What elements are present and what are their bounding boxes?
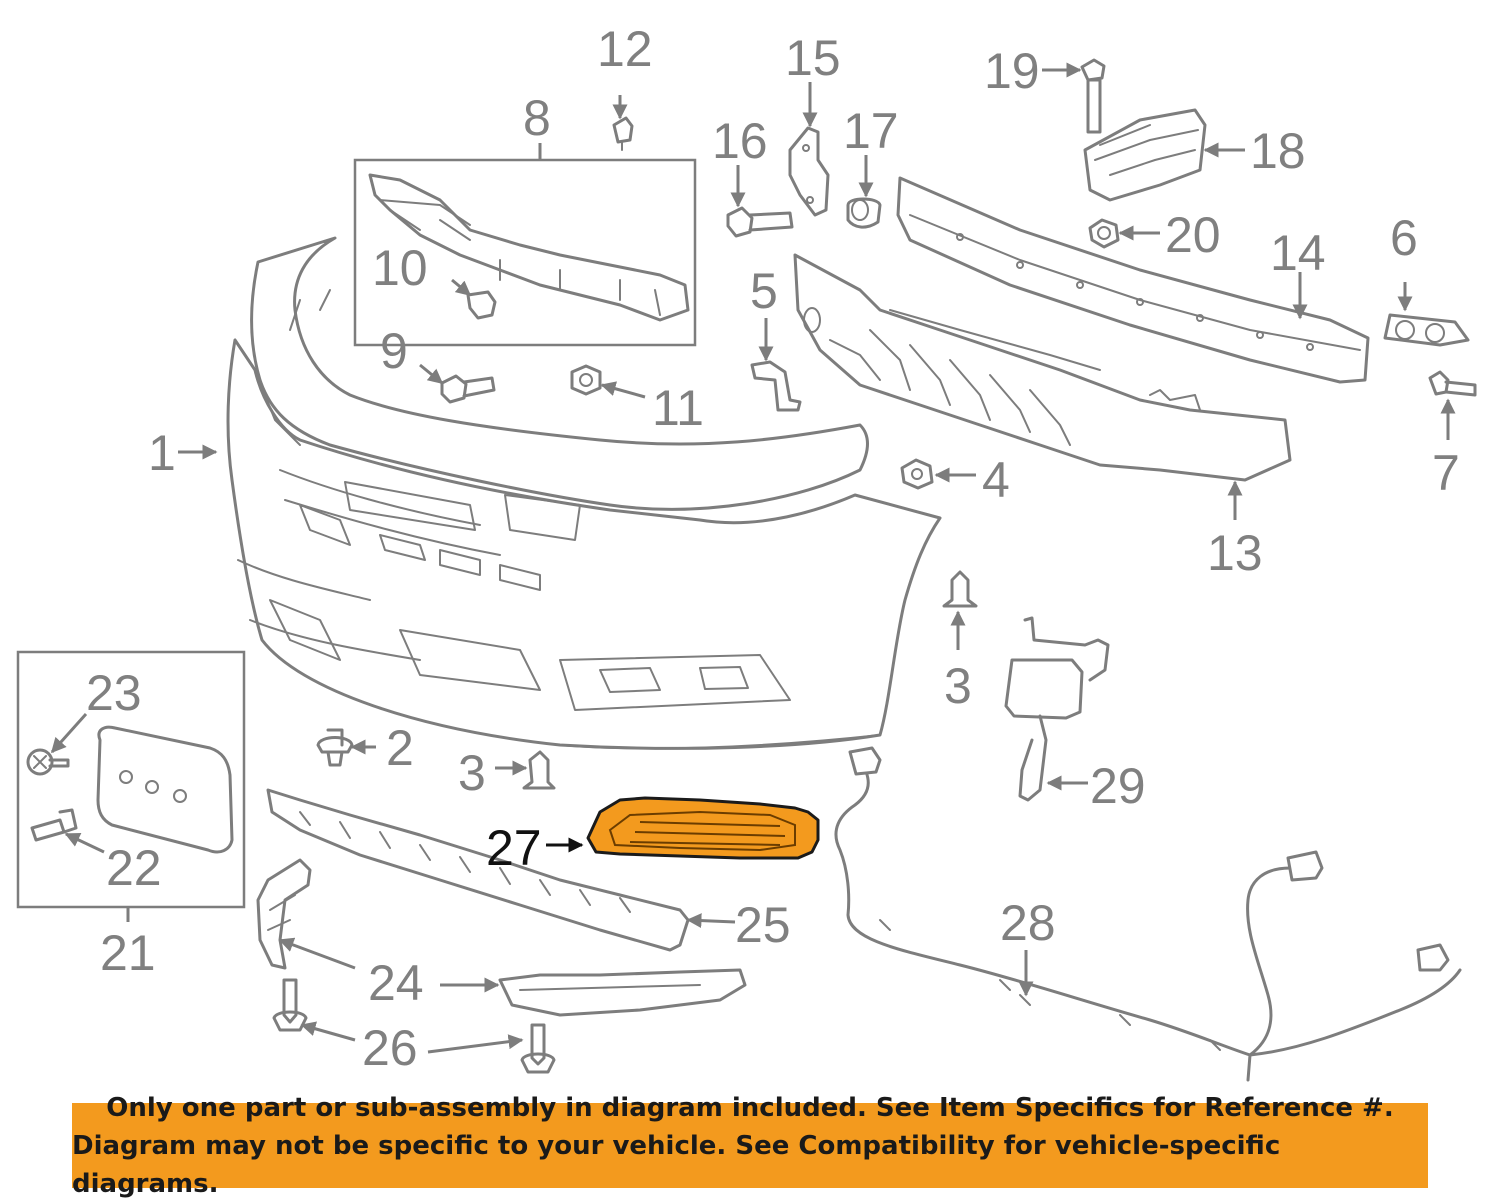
callout-9: 9 [380, 323, 408, 379]
callout-8: 8 [523, 90, 551, 146]
disclaimer-banner: Only one part or sub-assembly in diagram… [72, 1093, 1428, 1199]
callout-14: 14 [1270, 225, 1326, 281]
callout-29: 29 [1090, 758, 1146, 814]
callout-22: 22 [106, 840, 162, 896]
bracket-5-part [750, 360, 802, 412]
callout-3-upper: 3 [944, 658, 972, 714]
wiring-harness-28-part [834, 746, 1462, 1082]
exploded-parts-diagram: 1 2 3 3 4 5 6 7 8 9 10 11 12 13 14 15 16… [16, 21, 1477, 1082]
callout-15: 15 [785, 30, 841, 86]
upper-support-assembly-box [353, 158, 697, 347]
bolt-9-part [440, 374, 496, 404]
upper-support-part [368, 173, 690, 322]
callout-21: 21 [100, 925, 156, 981]
fastener-7-part [1428, 370, 1477, 397]
callout-27: 27 [486, 820, 542, 876]
screw-22-part [30, 808, 78, 842]
callout-4: 4 [982, 452, 1010, 508]
push-pin-3-upper-part [942, 570, 978, 608]
callout-19: 19 [984, 43, 1040, 99]
callout-17: 17 [843, 103, 899, 159]
callout-16: 16 [712, 113, 768, 169]
clip-10-part [466, 290, 497, 320]
callout-13: 13 [1207, 525, 1263, 581]
callout-28: 28 [1000, 895, 1056, 951]
callout-12: 12 [597, 21, 653, 77]
bolt-19-part [1080, 58, 1106, 134]
callout-labels: 1 2 3 3 4 5 6 7 8 9 10 11 12 13 14 15 16… [86, 21, 1460, 1076]
air-deflector-25-part [266, 788, 690, 952]
callout-3-lower: 3 [458, 745, 486, 801]
screw-26-left-part [272, 978, 308, 1032]
impact-bar-14-part [896, 176, 1370, 384]
screw-26-right-part [520, 1023, 556, 1074]
callout-11: 11 [652, 380, 704, 436]
screw-23-part [26, 748, 70, 776]
tow-eye-cover-6-part [1383, 313, 1470, 347]
bumper-cover-part [226, 236, 942, 750]
push-pin-12-part [612, 116, 634, 151]
callout-20: 20 [1165, 207, 1221, 263]
nut-4-part [900, 458, 934, 490]
callout-6: 6 [1390, 210, 1418, 266]
callout-25: 25 [735, 897, 791, 953]
callout-7: 7 [1432, 445, 1460, 501]
energy-absorber-13-part [793, 253, 1292, 482]
callout-23: 23 [86, 665, 142, 721]
nut-11-part [570, 364, 602, 396]
callout-24: 24 [368, 955, 424, 1011]
callout-1: 1 [148, 425, 176, 481]
callout-18: 18 [1250, 123, 1306, 179]
side-bracket-24-left-part [256, 858, 312, 970]
side-bracket-24-right-part [498, 968, 747, 1017]
callout-2: 2 [386, 720, 414, 776]
callout-10: 10 [372, 240, 428, 296]
disclaimer-line-1: Only one part or sub-assembly in diagram… [106, 1092, 1394, 1123]
grommet-17-part [846, 197, 882, 229]
disclaimer-line-2: Diagram may not be specific to your vehi… [72, 1130, 1281, 1199]
bracket-18-part [1083, 108, 1207, 202]
callout-5: 5 [750, 263, 778, 319]
nut-20-part [1088, 218, 1120, 249]
push-pin-2-part [316, 728, 354, 767]
fog-lamp-bezel-27-part [586, 796, 820, 860]
push-pin-3-lower-part [522, 750, 556, 790]
callout-26: 26 [362, 1020, 418, 1076]
sensor-bracket-29-part [1004, 616, 1110, 802]
bracket-15-part [788, 126, 830, 217]
license-bracket-part [96, 725, 234, 854]
bolt-16-part [726, 206, 794, 238]
license-bracket-box [16, 650, 246, 909]
leader-lines [50, 62, 1456, 1054]
